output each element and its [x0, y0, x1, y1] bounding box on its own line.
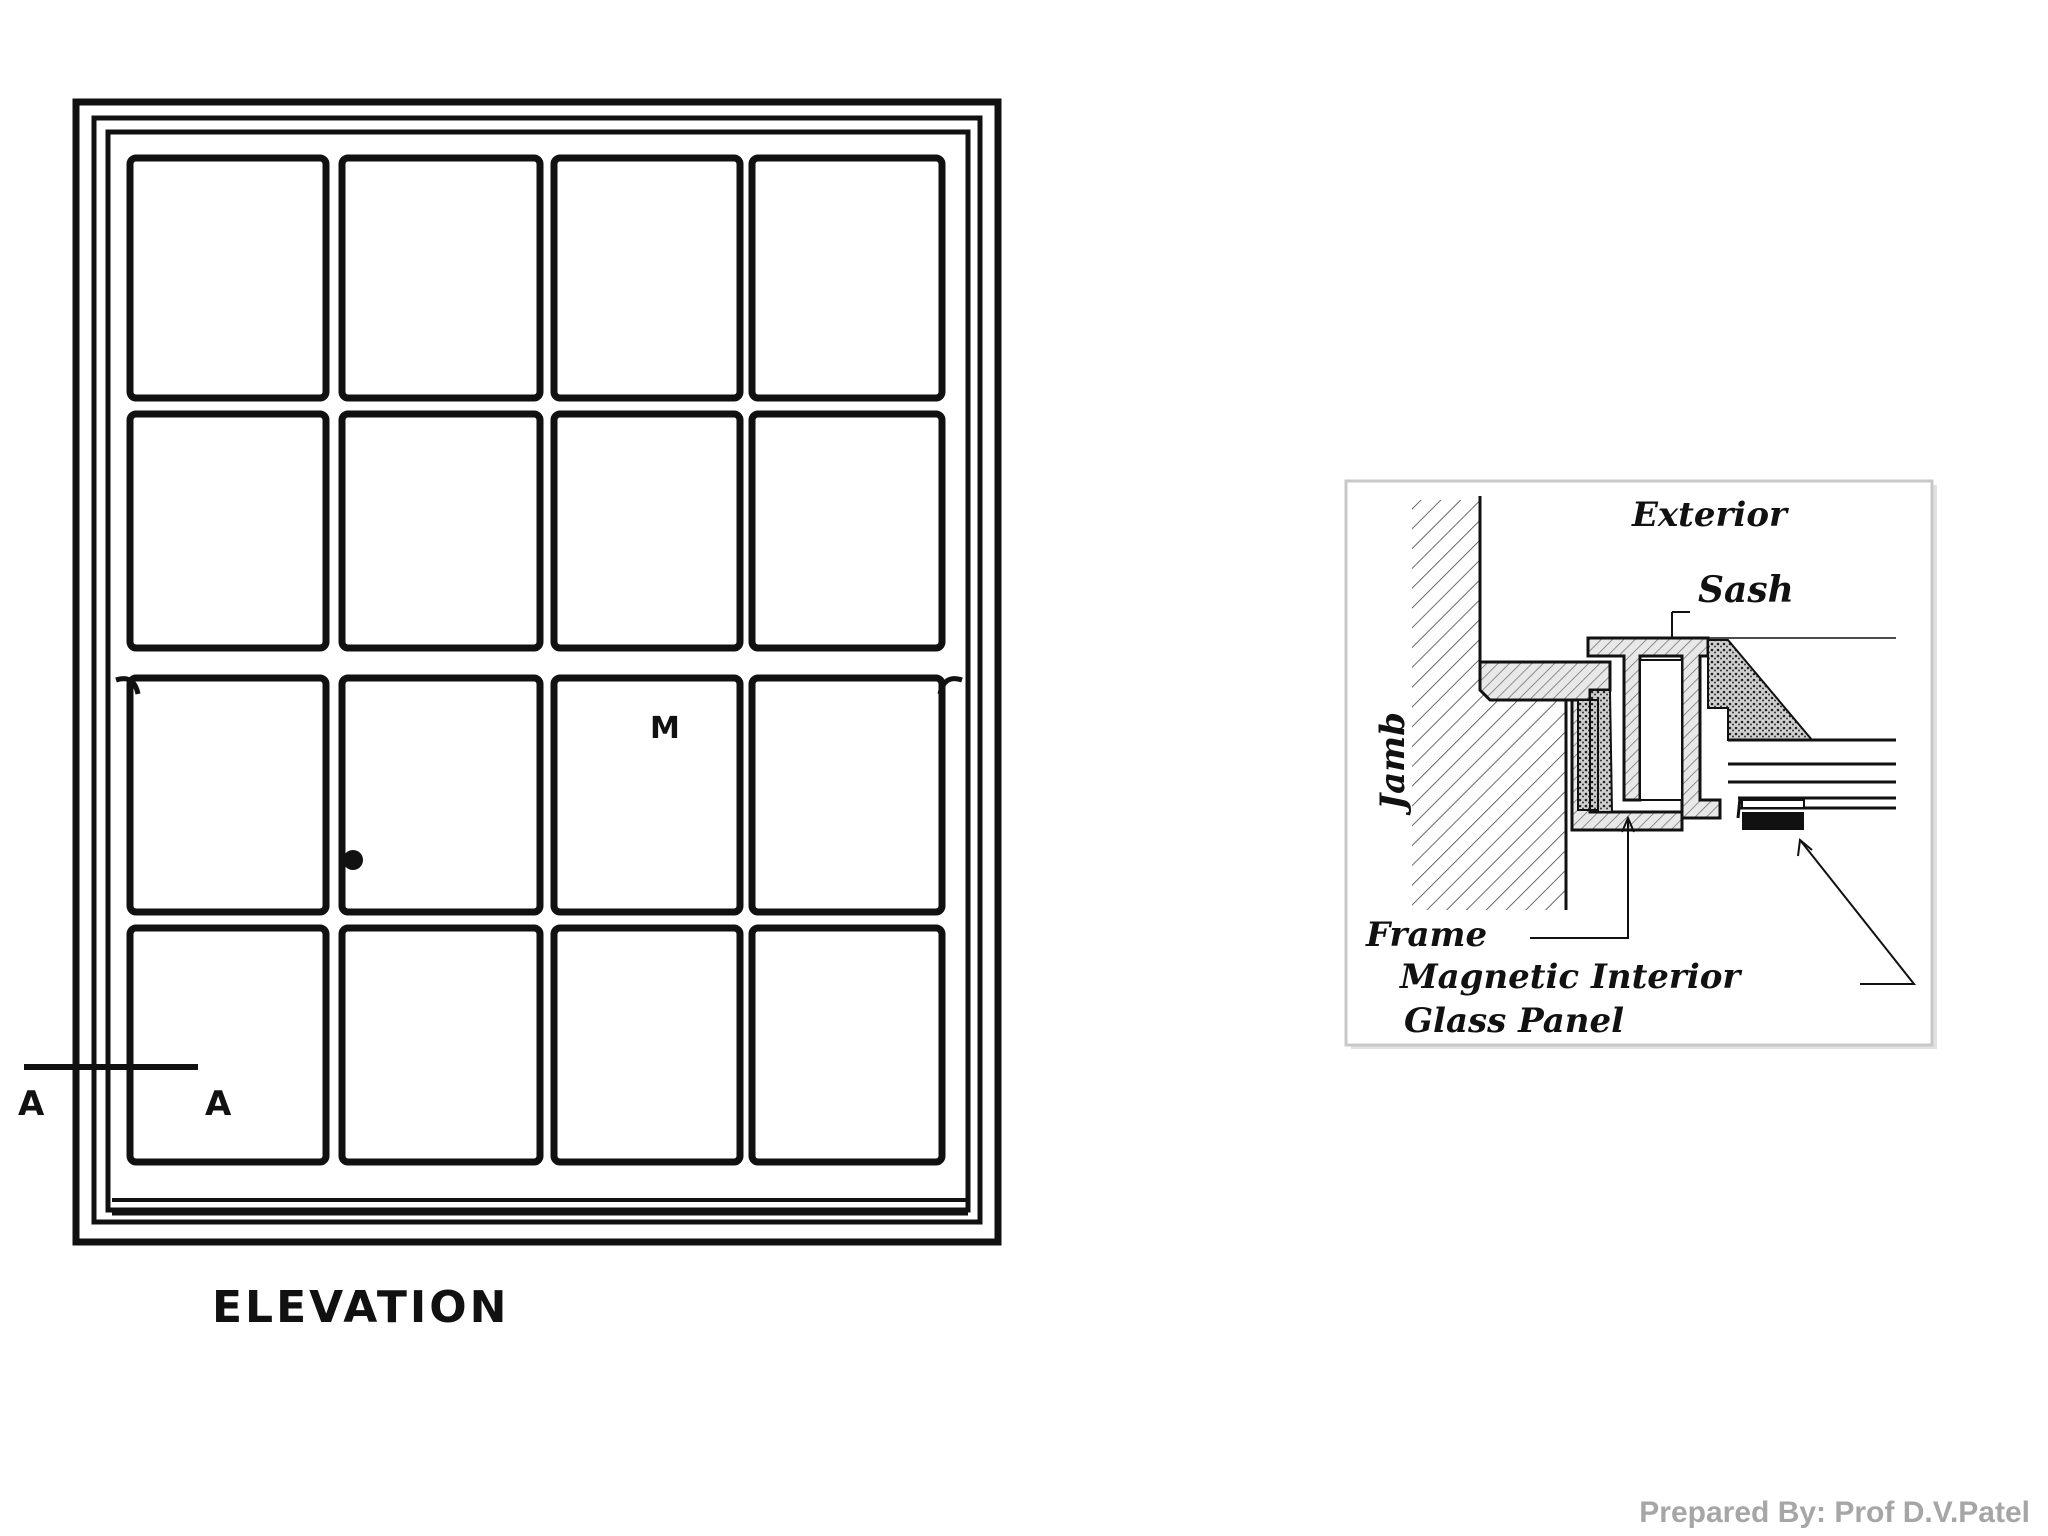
glazing-pane — [550, 674, 744, 916]
section-label-right: A — [205, 1084, 232, 1124]
window-outer-frame — [72, 98, 1002, 1246]
leader-arrow-magnetic — [1797, 838, 1813, 857]
glazing-panes — [126, 154, 946, 1166]
glass-panes — [1728, 738, 1896, 819]
magnetic-strip — [1742, 812, 1804, 830]
section-label-left: A — [18, 1084, 45, 1124]
glazing-pane — [748, 154, 946, 402]
glazing-pane — [338, 410, 544, 652]
glazing-pane — [126, 674, 330, 916]
pane-mark: M — [650, 711, 680, 746]
elevation-drawing: A A M ELEVATION — [18, 98, 1002, 1333]
label-exterior: Exterior — [1631, 495, 1789, 535]
footer-credit: Prepared By: Prof D.V.Patel — [1639, 1496, 2030, 1529]
glazing-pane — [550, 154, 744, 402]
jamb-seal — [1577, 689, 1614, 813]
glazing-pane — [338, 154, 544, 402]
leader-lines — [1530, 611, 1917, 985]
glazing-pane — [126, 924, 330, 1166]
handle-dot — [343, 850, 363, 870]
sash-channel-inner — [1639, 659, 1683, 801]
glazing-pane — [338, 924, 544, 1166]
glazing-pane — [748, 410, 946, 652]
label-magnetic: Magnetic Interior — [1399, 957, 1742, 997]
glazing-pane — [748, 674, 946, 916]
glazing-pane — [126, 410, 330, 652]
label-frame: Frame — [1365, 915, 1487, 955]
label-glass: Glass Panel — [1404, 1001, 1624, 1041]
leader-arrow-frame — [1621, 815, 1635, 833]
glazing-pane — [748, 924, 946, 1166]
label-jamb: Jamb — [1373, 712, 1413, 816]
jamb-wall — [1412, 500, 1572, 910]
elevation-title: ELEVATION — [212, 1282, 509, 1333]
glazing-pane — [550, 410, 744, 652]
glazing-pane — [338, 674, 544, 916]
sash-profile — [1586, 636, 1722, 820]
magnetic-strip-top — [1741, 799, 1805, 809]
label-sash: Sash — [1698, 569, 1794, 611]
glazing-pane — [126, 154, 330, 402]
glazing-pane — [550, 924, 744, 1166]
